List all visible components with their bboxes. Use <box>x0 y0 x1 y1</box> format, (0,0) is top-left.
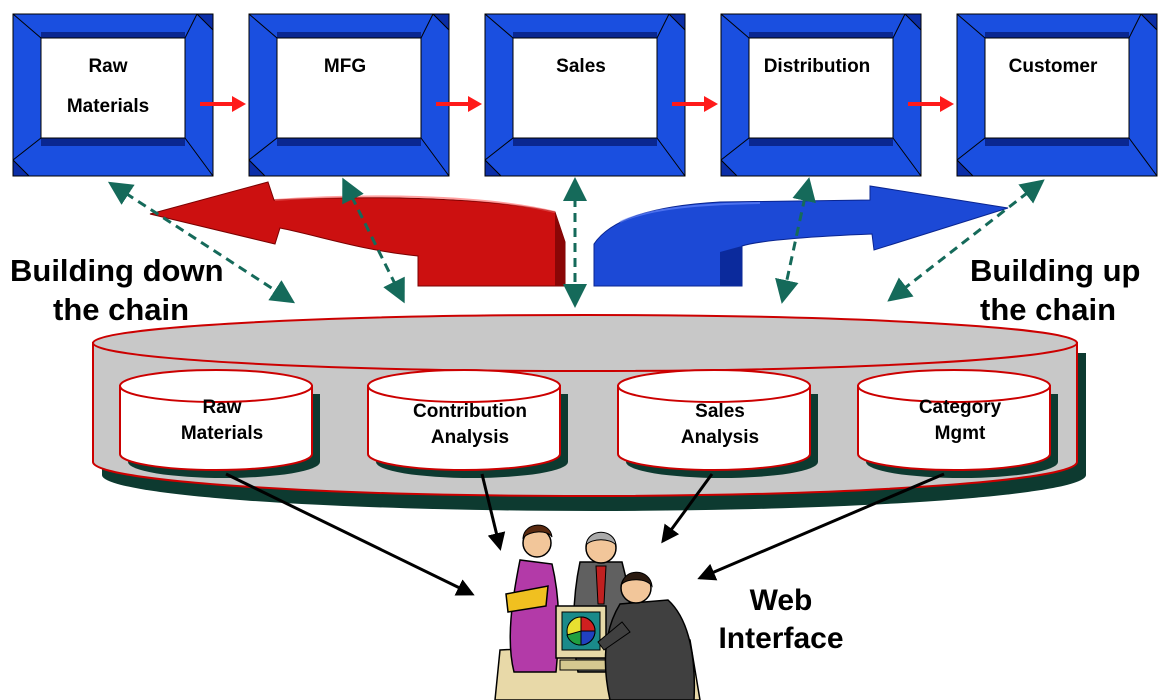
platter-body <box>92 342 1078 497</box>
interface-arrows <box>225 472 945 596</box>
stage-label-2-line1: MFG <box>324 56 366 77</box>
stage-frame-4: Distribution <box>720 13 922 177</box>
web-interface-label-line2: Interface <box>718 622 843 655</box>
building-down-label-line2: the chain <box>53 292 189 327</box>
people-at-computer-icon <box>494 524 701 700</box>
dashed-arrow-5 <box>887 179 1045 302</box>
database-label-4-line2: Mgmt <box>935 423 986 444</box>
building-up-label-line1: Building up <box>970 253 1140 288</box>
stage-label-5-line1: Customer <box>1009 56 1098 77</box>
database-label-3-line1: Sales <box>695 401 745 422</box>
database-label-1-line1: Raw <box>202 397 241 418</box>
pie-chart-icon <box>566 616 596 646</box>
dashed-arrow-4 <box>775 177 816 304</box>
building-up-arrow <box>593 185 1009 287</box>
interface-arrow-2 <box>480 473 506 551</box>
stage-label-4-line1: Distribution <box>764 56 871 77</box>
stage-label-1-line1: Raw <box>88 56 127 77</box>
database-label-3-line2: Analysis <box>681 427 759 448</box>
web-interface-label-line1: Web <box>750 584 813 617</box>
database-label-2-line2: Analysis <box>431 427 509 448</box>
platter-top <box>92 314 1078 372</box>
stage-frame-3: Sales <box>484 13 686 177</box>
database-label-1-line2: Materials <box>181 423 263 444</box>
stage-label-3-line1: Sales <box>556 56 606 77</box>
building-up-label-line2: the chain <box>980 292 1116 327</box>
interface-arrow-1 <box>225 472 475 596</box>
building-down-label-line1: Building down <box>10 253 224 288</box>
flow-arrow-1 <box>200 96 246 112</box>
interface-arrow-3 <box>661 473 714 544</box>
stage-flow-arrows <box>200 96 954 112</box>
database-label-2-line1: Contribution <box>413 401 527 422</box>
stage-label-1-line2: Materials <box>67 96 149 117</box>
interface-arrow-4 <box>697 472 945 581</box>
dashed-arrow-1 <box>107 181 296 304</box>
analysis-databases: RawMaterialsContributionAnalysisSalesAna… <box>119 369 1058 478</box>
data-warehouse-platter <box>92 314 1086 511</box>
flow-arrow-3 <box>672 96 718 112</box>
stage-frame-5: Customer <box>956 13 1158 177</box>
flow-arrow-4 <box>908 96 954 112</box>
dashed-arrow-2 <box>342 177 405 304</box>
dashed-arrows <box>107 177 1045 308</box>
database-label-4-line1: Category <box>919 397 1002 418</box>
flow-arrow-2 <box>436 96 482 112</box>
stage-frame-2: MFG <box>248 13 450 177</box>
